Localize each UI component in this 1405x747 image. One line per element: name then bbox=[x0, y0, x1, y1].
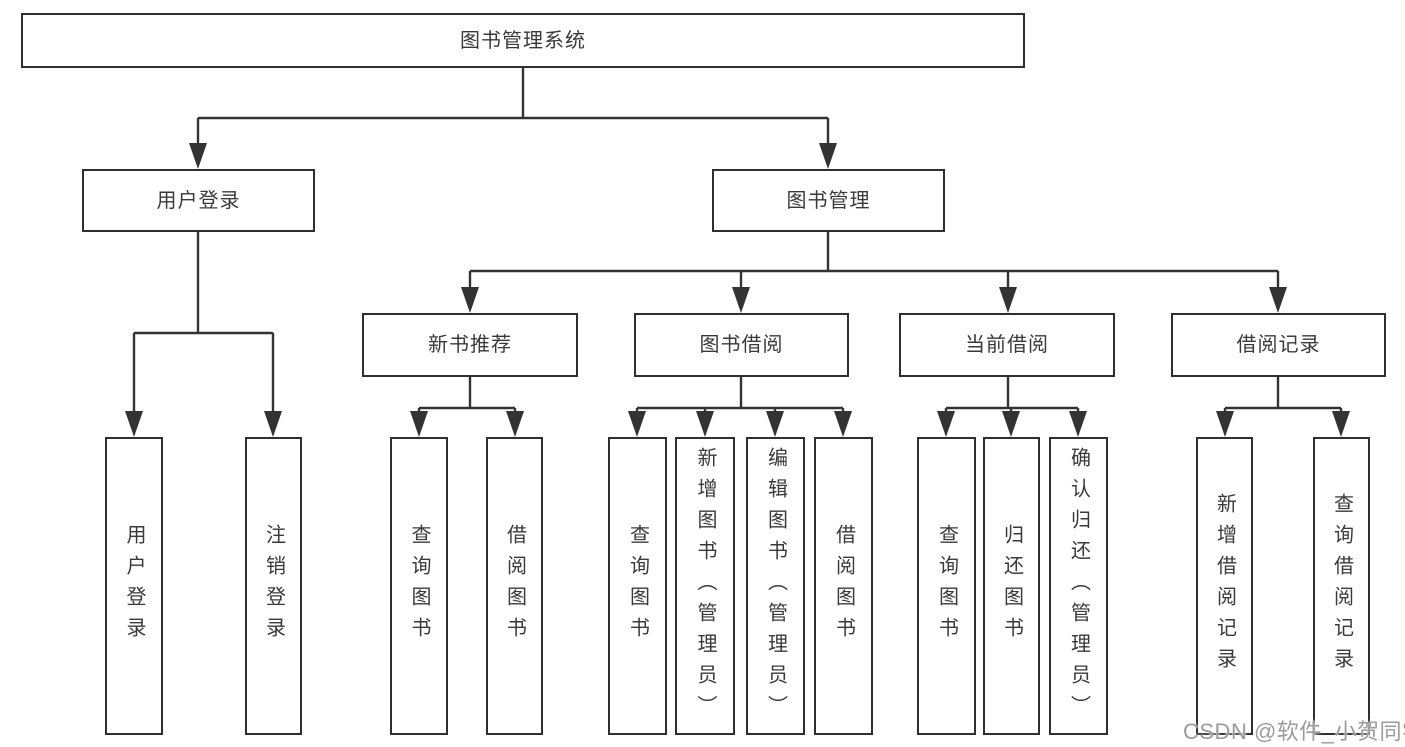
leaf-query-books-borrow: 查询图书 bbox=[608, 437, 667, 735]
node-current-borrow: 当前借阅 bbox=[899, 313, 1115, 377]
leaf-add-book-admin: 新增图书（管理员） bbox=[675, 437, 735, 735]
node-borrow-records: 借阅记录 bbox=[1171, 313, 1386, 377]
node-book-borrow: 图书借阅 bbox=[634, 313, 849, 377]
node-book-management: 图书管理 bbox=[712, 169, 945, 232]
leaf-logout: 注销登录 bbox=[245, 437, 302, 735]
leaf-borrow-books-recommend: 借阅图书 bbox=[486, 437, 543, 735]
leaf-borrow-books: 借阅图书 bbox=[814, 437, 873, 735]
node-root-system: 图书管理系统 bbox=[21, 13, 1025, 68]
csdn-watermark: CSDN @软件_小贺同学 bbox=[1183, 719, 1405, 744]
leaf-confirm-return-admin: 确认归还（管理员） bbox=[1049, 437, 1108, 735]
leaf-query-borrow-record: 查询借阅记录 bbox=[1313, 437, 1370, 735]
leaf-add-borrow-record: 新增借阅记录 bbox=[1196, 437, 1253, 735]
node-new-book-recommend: 新书推荐 bbox=[362, 313, 578, 377]
leaf-query-books-recommend: 查询图书 bbox=[390, 437, 448, 735]
node-user-login: 用户登录 bbox=[82, 169, 315, 232]
leaf-query-books-current: 查询图书 bbox=[917, 437, 976, 735]
leaf-edit-book-admin: 编辑图书（管理员） bbox=[746, 437, 805, 735]
leaf-user-login: 用户登录 bbox=[105, 437, 163, 735]
leaf-return-book: 归还图书 bbox=[983, 437, 1040, 735]
